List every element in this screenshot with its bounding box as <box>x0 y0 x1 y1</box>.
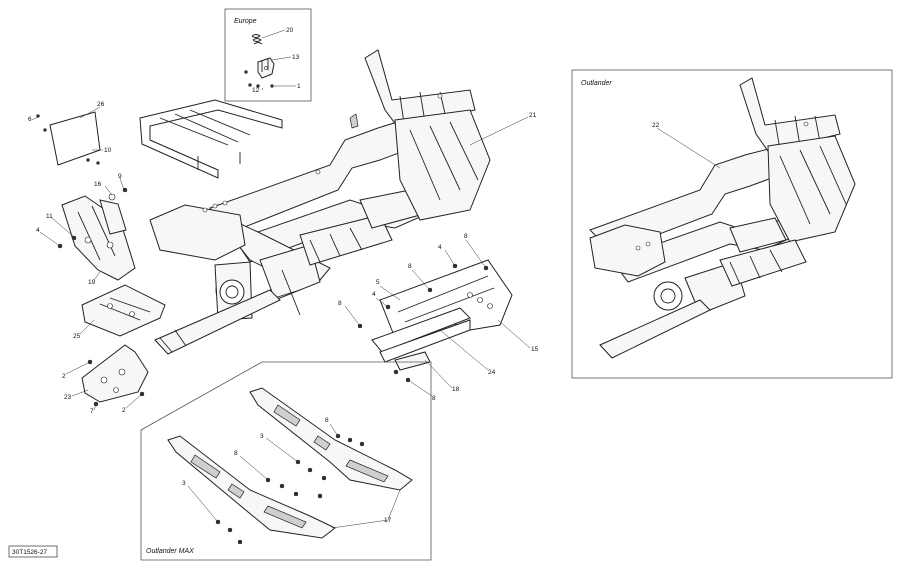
outlander-max-inset: Outlander MAX 3 <box>140 361 432 561</box>
callout-6: 6 <box>28 116 32 123</box>
callout-13: 13 <box>292 54 300 61</box>
callout-8-top: 8 <box>464 233 468 240</box>
callout-24: 24 <box>488 369 496 376</box>
left-footrest-bracket-part <box>61 195 136 281</box>
europe-inset-title: Europe <box>234 18 257 25</box>
main-frame-part <box>149 49 491 355</box>
bolt-12b <box>256 84 260 88</box>
callout-1: 1 <box>297 83 301 90</box>
bolt-9 <box>122 187 128 193</box>
nut-8d <box>393 369 399 375</box>
hitch-bracket-part <box>257 57 275 79</box>
callout-8-max-upper: 8 <box>325 417 329 424</box>
callout-3-lower: 3 <box>182 480 186 487</box>
spring-part <box>251 34 263 45</box>
callout-16: 16 <box>94 181 102 188</box>
skid-plate-part-25 <box>81 284 166 337</box>
outlander-max-inset-title: Outlander MAX <box>146 548 194 555</box>
callout-2-upper: 2 <box>62 373 66 380</box>
callout-5: 5 <box>376 279 380 286</box>
outlander-bearing-housing <box>653 281 683 311</box>
footrest-tube-part-24 <box>371 307 471 363</box>
max-rail-lower-part <box>167 435 336 539</box>
callout-21: 21 <box>529 112 537 119</box>
callout-2-lower: 2 <box>122 407 126 414</box>
europe-inset-border <box>224 8 312 102</box>
footrest-part-15 <box>379 259 513 339</box>
outlander-frame-part <box>589 77 856 359</box>
callout-8-bottom: 8 <box>432 395 436 402</box>
rear-rack-part <box>139 99 283 179</box>
callout-9: 9 <box>118 173 122 180</box>
callout-26: 26 <box>97 101 105 108</box>
callout-22: 22 <box>652 122 660 129</box>
callout-4-right: 4 <box>438 244 442 251</box>
callout-15: 15 <box>531 346 539 353</box>
reference-code-label: 30T1526-27 <box>8 545 58 558</box>
bolt-11 <box>71 235 77 241</box>
outlander-max-inset-border <box>140 361 432 561</box>
main-frame-assembly: 26 6 10 9 16 11 4 19 25 2 23 7 2 21 8 4 … <box>28 49 539 415</box>
bracket-part-23 <box>81 344 149 403</box>
outlander-inset-title: Outlander <box>581 80 612 87</box>
outlander-inset: Outlander 22 <box>571 69 893 379</box>
callout-7: 7 <box>90 408 94 415</box>
callout-19: 19 <box>88 279 96 286</box>
plate-part-26 <box>36 111 101 166</box>
callout-17: 17 <box>384 517 392 524</box>
outlander-inset-border <box>571 69 893 379</box>
callout-18: 18 <box>452 386 460 393</box>
nut-12 <box>244 70 248 74</box>
callout-20: 20 <box>286 27 294 34</box>
reference-code: 30T1526-27 <box>12 549 47 556</box>
bolt-12a <box>248 83 252 87</box>
callout-11: 11 <box>46 213 53 220</box>
callout-4-center: 4 <box>372 291 376 298</box>
max-rail-upper-part <box>249 387 413 491</box>
europe-inset: Europe 20 13 12 1 <box>224 8 312 102</box>
callout-8-left: 8 <box>338 300 342 307</box>
callout-10: 10 <box>104 147 112 154</box>
callout-25: 25 <box>73 333 81 340</box>
callout-23: 23 <box>64 394 72 401</box>
callout-3-upper: 3 <box>260 433 264 440</box>
callout-8-mid: 8 <box>408 263 412 270</box>
bolt-1 <box>270 84 274 88</box>
callout-12: 12 <box>252 87 260 94</box>
spacer-16 <box>108 193 116 201</box>
callout-4-left: 4 <box>36 227 40 234</box>
callout-8-max-lower: 8 <box>234 450 238 457</box>
